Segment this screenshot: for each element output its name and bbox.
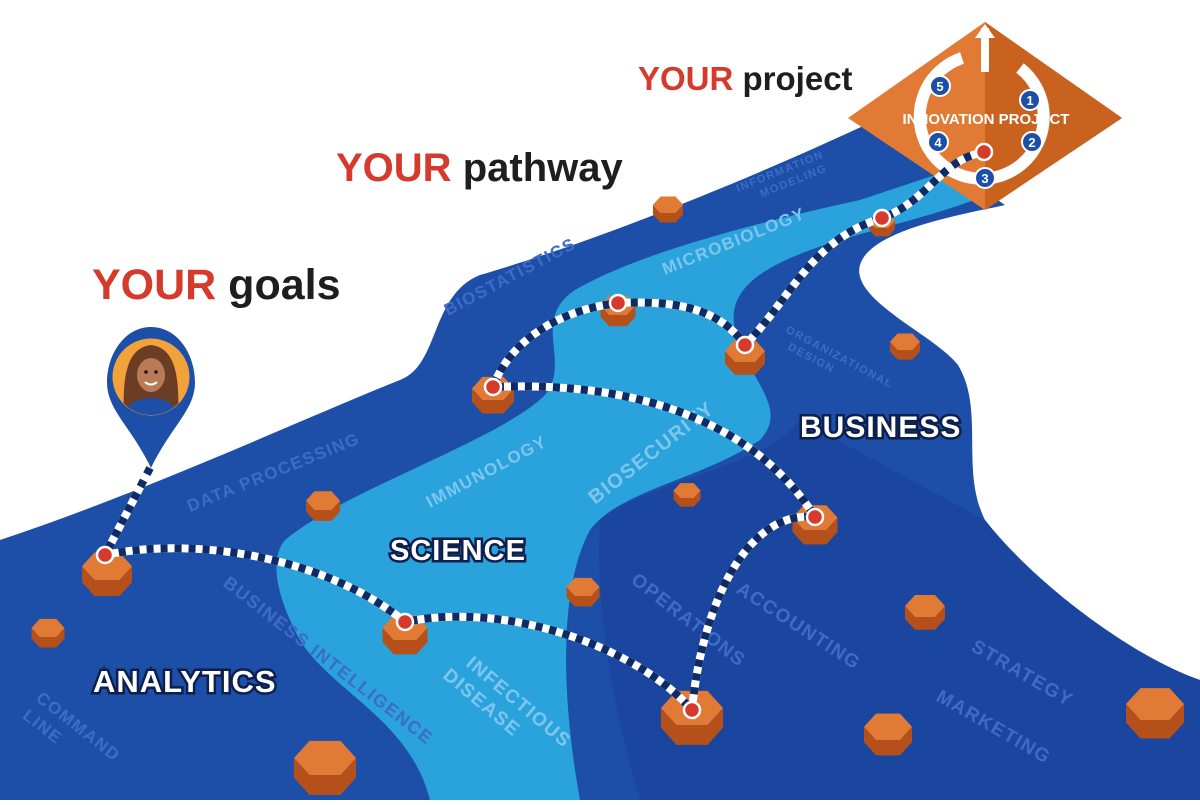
stone-top: [890, 333, 920, 350]
path-node-dot: [95, 545, 115, 565]
headline-goals-accent: YOUR: [92, 261, 217, 309]
step-badge-3: 3: [974, 167, 996, 189]
stone-side: [661, 707, 723, 745]
stone-top: [653, 196, 683, 213]
path-nodes: [95, 142, 994, 720]
svg-text:4: 4: [934, 135, 942, 150]
area-business: BUSINESS: [800, 411, 961, 444]
step-badge-1: 1: [1019, 89, 1041, 111]
headline-project-text: project: [733, 60, 853, 97]
stone-top: [566, 577, 600, 596]
stone-side: [472, 388, 514, 414]
path-node-dot: [608, 293, 628, 313]
path-node-dot: [735, 335, 755, 355]
hexagon-stepping-stone-icon: [905, 595, 945, 630]
light-blue-ribbon: [276, 160, 994, 800]
hexagon-stepping-stone-icon: [566, 577, 600, 607]
hexagon-stepping-stone-icon: [82, 552, 132, 596]
hexagon-stepping-stone-icon: [864, 713, 912, 756]
stone-side: [673, 490, 701, 507]
dotted-pathway: [97, 148, 985, 720]
hexagon-stepping-stone-icon: [31, 618, 65, 648]
stone-top: [31, 618, 65, 637]
svg-text:2: 2: [1028, 135, 1035, 150]
svg-text:3: 3: [981, 171, 988, 186]
stone-side: [890, 341, 920, 360]
svg-text:1: 1: [1026, 93, 1033, 108]
stone-top: [294, 740, 356, 775]
headline-project-accent: YOUR: [638, 60, 734, 97]
stone-top: [1126, 688, 1184, 720]
svg-text:5: 5: [936, 79, 943, 94]
person-location-pin-icon: [107, 327, 195, 468]
hexagon-stepping-stone-icon: [653, 196, 683, 223]
path-node-dot: [974, 142, 994, 162]
stone-side: [905, 606, 945, 630]
stone-top: [306, 491, 340, 510]
stone-side: [294, 757, 356, 795]
stone-top: [82, 552, 132, 580]
stone-side: [600, 305, 636, 327]
stone-side: [31, 627, 65, 648]
path-node-dot: [483, 377, 503, 397]
business-lane-shading: [599, 420, 1200, 800]
hexagon-stepping-stone-icon: [294, 740, 356, 795]
stepping-stones: [31, 196, 1184, 795]
step-badge-4: 4: [927, 131, 949, 153]
hexagon-stepping-stone-icon: [890, 333, 920, 360]
path-node-dot: [682, 700, 702, 720]
stone-side: [792, 517, 838, 545]
hexagon-stepping-stone-icon: [673, 483, 701, 507]
area-analytics: ANALYTICS: [93, 664, 277, 699]
stone-side: [869, 220, 895, 237]
innovation-project-title: INNOVATION PROJECT: [903, 111, 1070, 128]
step-badge-2: 2: [1021, 131, 1043, 153]
stone-side: [653, 204, 683, 223]
path-node-dot: [872, 208, 892, 228]
stone-side: [864, 726, 912, 756]
stone-side: [382, 627, 428, 655]
headline-pathway-text: pathway: [451, 146, 623, 190]
headline-goals-text: goals: [216, 261, 341, 309]
project-steps: 1 2 3 4 5 INNOVATION PROJECT: [903, 75, 1070, 189]
stone-side: [82, 566, 132, 596]
path-node-dot: [805, 507, 825, 527]
hexagon-stepping-stone-icon: [306, 491, 340, 521]
stone-top: [673, 483, 701, 498]
headline-your-project: YOUR project: [638, 62, 853, 95]
hexagon-stepping-stone-icon: [1126, 688, 1184, 739]
stone-side: [306, 500, 340, 521]
stone-top: [864, 713, 912, 740]
step-badge-5: 5: [929, 75, 951, 97]
path-node-dot: [395, 612, 415, 632]
headline-your-goals: YOUR goals: [92, 264, 341, 307]
stone-side: [566, 586, 600, 607]
area-science: SCIENCE: [390, 535, 526, 567]
headline-your-pathway: YOUR pathway: [336, 148, 623, 188]
stone-side: [1126, 704, 1184, 739]
headline-pathway-accent: YOUR: [336, 146, 452, 190]
stone-side: [725, 351, 765, 375]
stone-top: [905, 595, 945, 617]
